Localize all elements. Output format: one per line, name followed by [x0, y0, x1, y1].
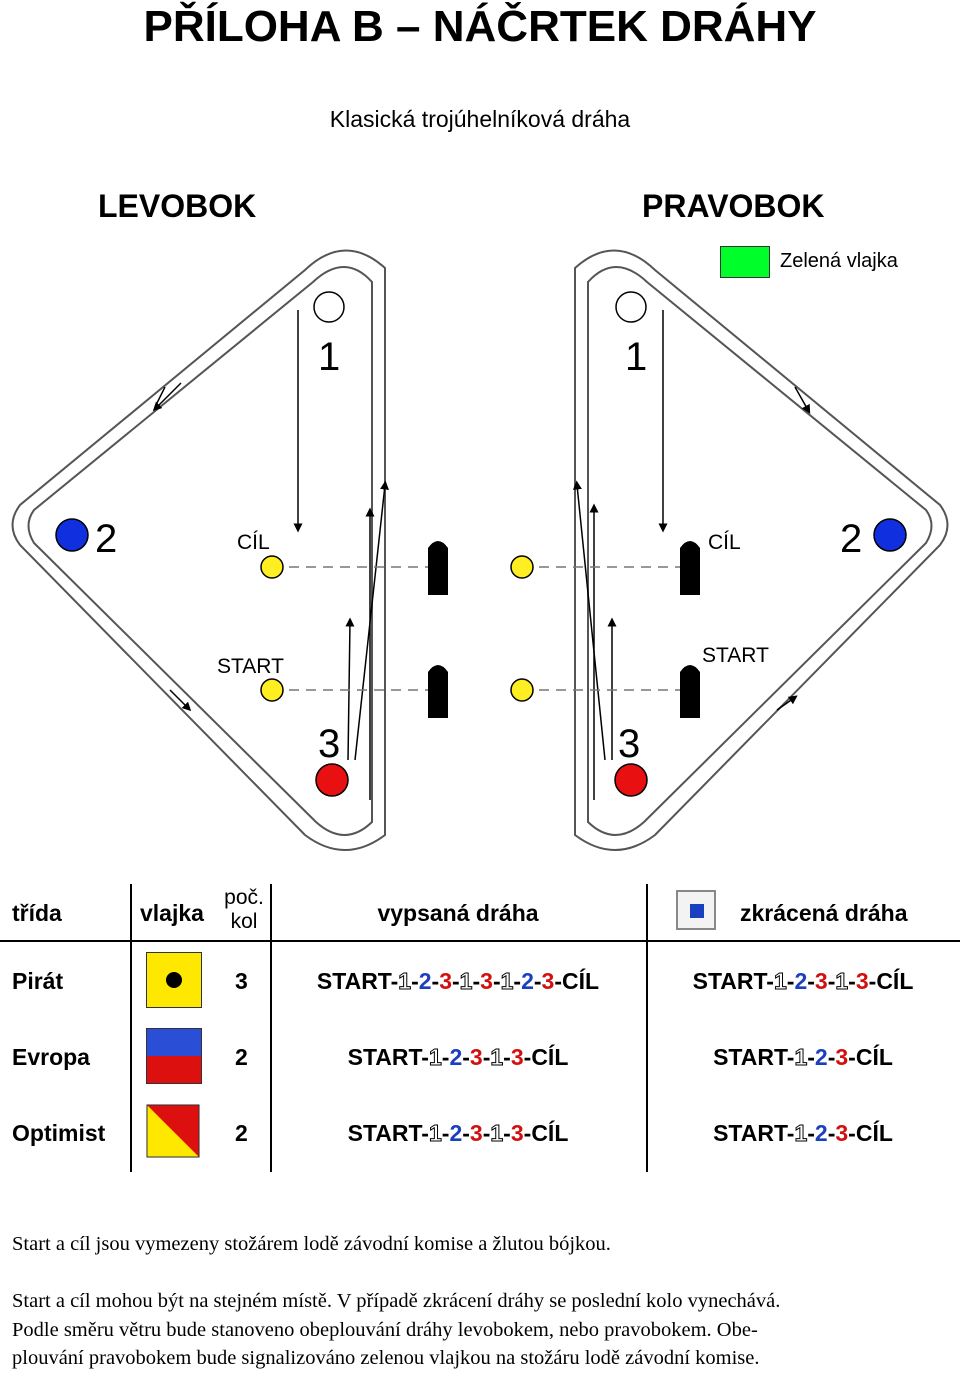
table-divider: [270, 884, 272, 1172]
port-course-legs: [152, 310, 389, 800]
course-mark-2: 2: [814, 1120, 828, 1146]
evropa-flag-icon: [146, 1028, 202, 1084]
mark-3-label: 3: [618, 722, 640, 766]
course-mark-1: 1: [398, 968, 412, 995]
row-class: Pirát: [12, 968, 64, 994]
course-mark-cíl: CÍL: [531, 1044, 569, 1070]
course-mark-2: 2: [794, 968, 808, 994]
row-laps: 3: [235, 968, 248, 994]
committee-boat: [428, 541, 700, 718]
yellow-buoy: [260, 555, 534, 702]
mark-3-buoy: [315, 763, 648, 797]
row-class: Optimist: [12, 1120, 106, 1146]
course-mark-1: 1: [490, 1044, 504, 1071]
course-mark-3: 3: [510, 1044, 524, 1070]
mark-2-buoy: [55, 518, 907, 552]
header-laps: poč.kol: [224, 886, 264, 933]
optimist-flag-icon: [146, 1104, 200, 1158]
course-mark-start: START: [347, 1120, 422, 1146]
header-course: vypsaná dráha: [377, 900, 539, 926]
green-flag-swatch: [720, 246, 770, 278]
course-mark-3: 3: [510, 1120, 524, 1146]
mark-1-label: 1: [625, 335, 647, 379]
course-mark-start: START: [316, 968, 391, 994]
course-mark-3: 3: [814, 968, 828, 994]
table-divider: [130, 884, 132, 1172]
course-mark-1: 1: [490, 1120, 504, 1147]
course-mark-start: START: [713, 1044, 787, 1070]
course-mark-3: 3: [469, 1120, 483, 1146]
course-mark-2: 2: [449, 1044, 463, 1070]
course-mark-2: 2: [418, 968, 432, 994]
course-mark-cíl: CÍL: [855, 1044, 893, 1070]
starboard-course-outline: [574, 249, 949, 851]
course-mark-start: START: [347, 1044, 422, 1070]
finish-label: CÍL: [708, 531, 741, 554]
start-label: START: [702, 644, 769, 667]
course-mark-1: 1: [428, 1044, 442, 1071]
course-mark-cíl: CÍL: [562, 968, 600, 994]
course-mark-1: 1: [794, 1120, 808, 1147]
course-sequence: START-1-2-3-1-3-CÍL: [347, 1120, 569, 1147]
course-mark-3: 3: [541, 968, 555, 994]
short-course-sequence: START-1-2-3-1-3-CÍL: [692, 968, 914, 995]
course-mark-3: 3: [439, 968, 452, 994]
mark-2-label: 2: [95, 517, 117, 561]
mark-1-buoy: [313, 291, 647, 323]
short-course-sequence: START-1-2-3-CÍL: [713, 1120, 893, 1147]
mark-2-label: 2: [840, 517, 862, 561]
port-course-outline: [11, 249, 386, 851]
course-sequence: START-1-2-3-1-3-1-2-3-CÍL: [316, 968, 600, 995]
course-mark-1: 1: [773, 968, 787, 995]
start-finish-lines: [272, 566, 690, 691]
mark-1-label: 1: [318, 335, 340, 379]
course-mark-start: START: [692, 968, 767, 994]
course-mark-2: 2: [814, 1044, 828, 1070]
table-divider: [646, 884, 648, 1172]
row-laps: 2: [235, 1120, 248, 1146]
finish-label: CÍL: [237, 531, 270, 554]
course-sequence: START-1-2-3-1-3-CÍL: [347, 1044, 569, 1071]
note-paragraph: Start a cíl mohou být na stejném místě. …: [12, 1290, 781, 1312]
square-flag-icon: [676, 890, 716, 930]
header-flag: vlajka: [140, 900, 204, 926]
row-class: Evropa: [12, 1044, 90, 1070]
row-laps: 2: [235, 1044, 248, 1070]
course-mark-3: 3: [855, 968, 869, 994]
green-flag-label: Zelená vlajka: [780, 250, 898, 272]
port-side-label: LEVOBOK: [98, 188, 257, 224]
course-mark-3: 3: [469, 1044, 483, 1070]
course-mark-2: 2: [521, 968, 534, 994]
course-mark-1: 1: [428, 1120, 442, 1147]
note-paragraph: Podle směru větru bude stanoveno obeplou…: [12, 1319, 758, 1341]
course-diagram: 1 1 2 2 3 3 CÍL CÍL START START: [11, 249, 949, 851]
start-label: START: [217, 655, 284, 678]
course-mark-1: 1: [835, 968, 849, 995]
header-short: zkrácená dráha: [740, 900, 908, 926]
course-mark-3: 3: [835, 1120, 849, 1146]
course-mark-3: 3: [835, 1044, 849, 1070]
course-mark-1: 1: [794, 1044, 808, 1071]
short-course-sequence: START-1-2-3-CÍL: [713, 1044, 893, 1071]
table-header-rule: [0, 940, 960, 942]
starboard-side-label: PRAVOBOK: [642, 188, 825, 224]
starboard-course-legs: [572, 310, 811, 800]
header-class: třída: [12, 900, 62, 926]
course-mark-cíl: CÍL: [531, 1120, 569, 1146]
mark-3-label: 3: [318, 722, 340, 766]
course-mark-1: 1: [459, 968, 473, 995]
course-mark-cíl: CÍL: [855, 1120, 893, 1146]
pirat-flag-icon: [146, 952, 202, 1008]
page-title: PŘÍLOHA B – NÁČRTEK DRÁHY: [143, 2, 817, 51]
course-mark-1: 1: [500, 968, 514, 995]
course-mark-3: 3: [480, 968, 493, 994]
course-mark-cíl: CÍL: [876, 968, 914, 994]
note-paragraph: Start a cíl jsou vymezeny stožárem lodě …: [12, 1233, 611, 1255]
course-mark-2: 2: [449, 1120, 463, 1146]
course-mark-start: START: [713, 1120, 787, 1146]
note-paragraph: plouvání pravobokem bude signalizováno z…: [12, 1347, 760, 1369]
page-subtitle: Klasická trojúhelníková dráha: [329, 106, 631, 132]
